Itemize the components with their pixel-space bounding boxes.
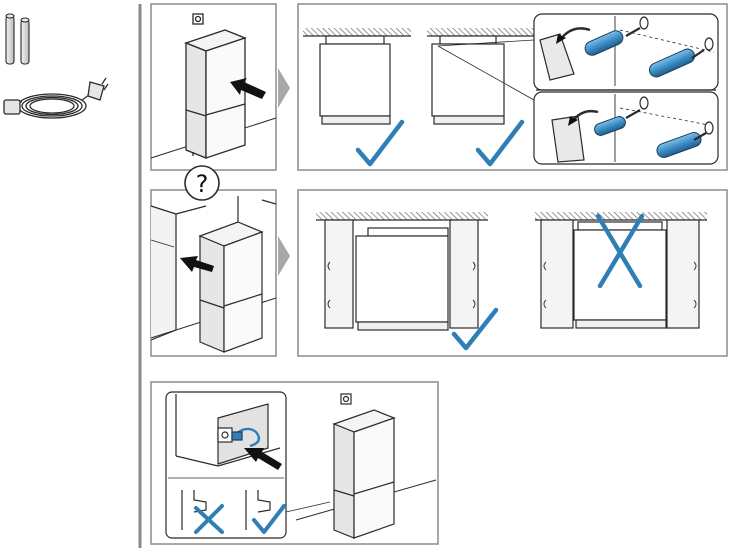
step-1-frame: [150, 3, 277, 171]
accessories-column: [3, 13, 109, 119]
help-badge: ?: [184, 165, 220, 201]
check-icon: [355, 119, 405, 167]
power-cable-icon: [3, 77, 109, 119]
step-2-frame: [297, 3, 728, 171]
dowel-mounting-icon: [303, 13, 719, 165]
help-marker: ?: [196, 170, 209, 198]
fridge-push-icon: [150, 13, 277, 159]
fridge-push-between-cabinets-icon: [150, 196, 277, 353]
spacer-dowels-icon: [5, 13, 30, 65]
chevron-right-icon: [278, 68, 290, 108]
chevron-right-icon: [278, 236, 290, 276]
plug-in-icon: [165, 391, 437, 539]
cross-icon: [595, 213, 645, 289]
check-icon: [475, 119, 525, 167]
check-icon: [252, 504, 286, 534]
cross-icon: [194, 504, 224, 534]
step-4-frame: [297, 189, 728, 357]
step-5-frame: [150, 381, 439, 545]
cabinet-gap-icon: [316, 212, 707, 331]
step-3-frame: [150, 189, 277, 357]
check-icon: [451, 307, 499, 351]
